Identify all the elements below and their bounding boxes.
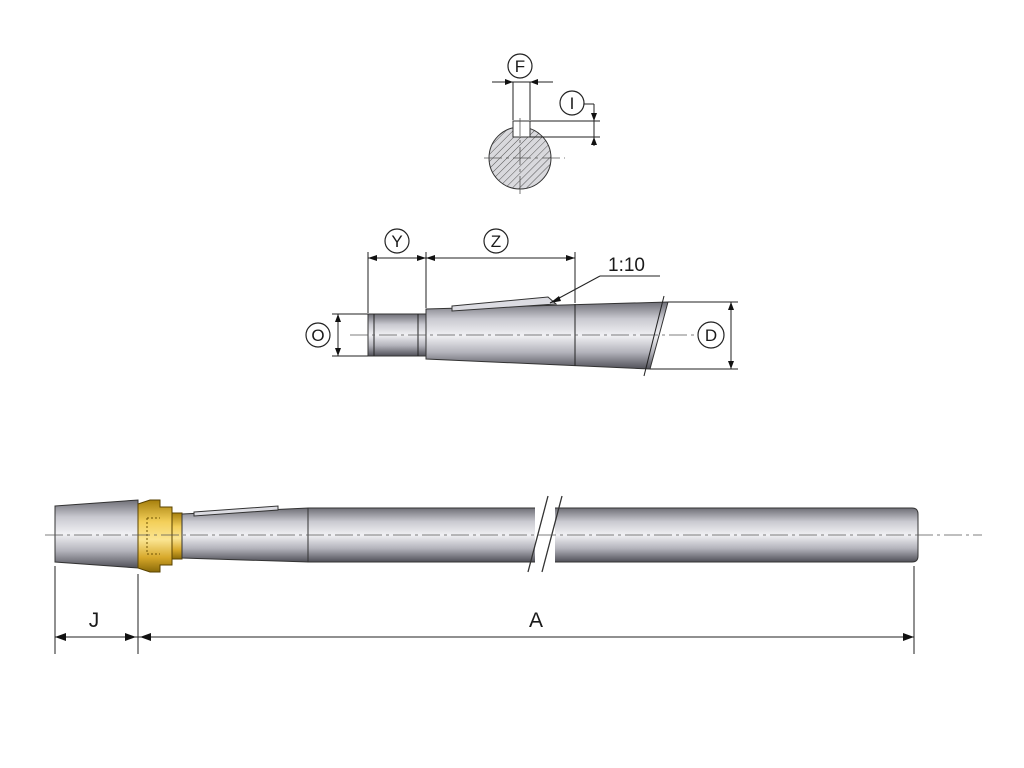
taper-ratio-label: 1:10: [608, 255, 645, 276]
dimension-a-label: A: [529, 609, 543, 632]
dimension-z-label: Z: [491, 232, 501, 251]
shaft-taper-left: [54, 499, 139, 569]
keyway-cross-section: F I: [484, 53, 600, 196]
dimension-y-balloon: [384, 228, 410, 254]
taper-key: [451, 296, 558, 312]
dimension-d-label: D: [705, 326, 717, 345]
brass-coupling-nut: [137, 499, 183, 573]
dimension-o-label: O: [311, 326, 324, 345]
dimension-y-label: Y: [391, 232, 402, 251]
dimension-d-balloon: [697, 321, 725, 349]
keyway-slot: [512, 120, 531, 138]
dimension-j-label: J: [89, 609, 100, 632]
dimension-z-balloon: [483, 228, 509, 254]
dimension-i-balloon: [559, 90, 585, 116]
taper-end-detail: Y Z 1:10 O D: [305, 228, 738, 377]
break-line-left: [527, 495, 549, 573]
dimension-f-label: F: [515, 57, 525, 76]
taper-body: [425, 301, 669, 370]
dimension-o-balloon: [305, 322, 331, 348]
dimension-i-label: I: [570, 94, 575, 113]
shaft-key: [193, 505, 279, 517]
break-line-right: [541, 495, 563, 573]
full-shaft-view: J A: [45, 495, 982, 654]
dimension-f-balloon: [507, 53, 533, 79]
